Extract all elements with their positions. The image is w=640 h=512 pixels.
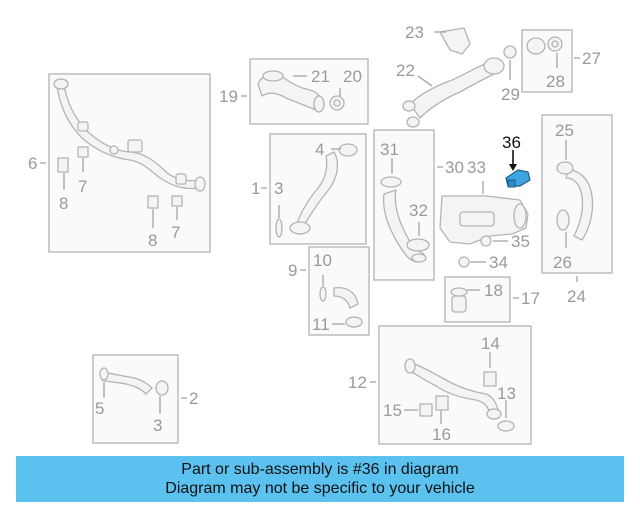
callout-35: 35 (511, 232, 530, 251)
turbo-hose-19 (257, 70, 345, 113)
bolts-and-nuts-6 (57, 146, 183, 209)
callout-19: 19 (219, 87, 238, 106)
hose-clamp-27 (526, 36, 563, 55)
callout-labels: 6 8 7 8 7 19 21 20 1 3 4 31 30 33 32 9 1… (28, 23, 601, 444)
callout-17: 17 (521, 289, 540, 308)
group-box-6 (48, 73, 211, 253)
callout-7b: 7 (171, 223, 180, 242)
callout-15: 15 (383, 401, 402, 420)
callout-24: 24 (567, 287, 586, 306)
callout-32: 32 (409, 201, 428, 220)
banner-line-1: Part or sub-assembly is #36 in diagram (181, 461, 459, 478)
callout-29: 29 (501, 85, 520, 104)
callout-23: 23 (405, 23, 424, 42)
coolant-pipe-assembly (53, 78, 206, 192)
callout-25: 25 (555, 121, 574, 140)
highlighted-part-36 (505, 169, 531, 188)
callout-4: 4 (315, 140, 324, 159)
charge-hose-30 (380, 176, 430, 263)
small-pipe-2 (99, 367, 169, 396)
banner-line-2: Diagram may not be specific to your vehi… (165, 480, 475, 497)
fitting-17 (450, 287, 468, 313)
throttle-housing-33 (439, 195, 529, 268)
callout-34: 34 (489, 253, 508, 272)
callout-3a: 3 (274, 179, 283, 198)
callout-6: 6 (28, 154, 37, 173)
callout-21: 21 (311, 67, 330, 86)
parts-diagram: 6 8 7 8 7 19 21 20 1 3 4 31 30 33 32 9 1… (28, 23, 613, 445)
callout-8b: 8 (148, 231, 157, 250)
callout-28: 28 (546, 72, 565, 91)
callout-36: 36 (502, 133, 521, 152)
air-pipe-22 (402, 27, 517, 128)
callout-12: 12 (348, 373, 367, 392)
callout-30: 30 (445, 158, 464, 177)
elbow-hose-9 (319, 286, 363, 328)
callout-18: 18 (484, 281, 503, 300)
callout-11: 11 (312, 315, 330, 334)
callout-22: 22 (396, 61, 415, 80)
intercooler-hose-1 (275, 143, 358, 238)
callout-8a: 8 (59, 194, 68, 213)
callout-33: 33 (467, 158, 486, 177)
callout-1: 1 (251, 179, 260, 198)
callout-7a: 7 (78, 177, 87, 196)
group-box-17 (444, 276, 511, 323)
coolant-pipe-12 (404, 358, 515, 432)
callout-2: 2 (189, 389, 198, 408)
callout-3b: 3 (153, 416, 162, 435)
info-banner: Part or sub-assembly is #36 in diagram D… (16, 456, 624, 502)
callout-5: 5 (95, 399, 104, 418)
callout-20: 20 (343, 67, 362, 86)
callout-9: 9 (288, 261, 297, 280)
callout-31: 31 (380, 140, 399, 159)
callout-27: 27 (582, 49, 601, 68)
callout-26: 26 (553, 253, 572, 272)
callout-13: 13 (497, 384, 516, 403)
callout-14: 14 (481, 334, 500, 353)
group-box-24 (541, 114, 613, 274)
callout-10: 10 (313, 251, 332, 270)
callout-16: 16 (432, 425, 451, 444)
side-hose-24 (556, 161, 594, 241)
